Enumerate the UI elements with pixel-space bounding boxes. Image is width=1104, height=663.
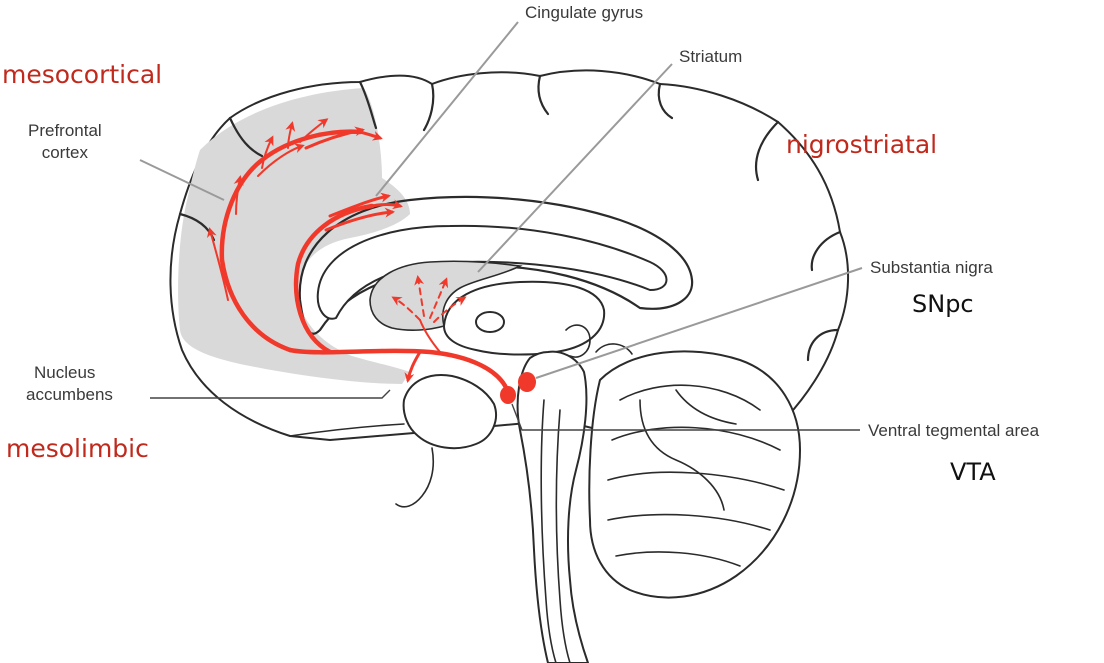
label-ventral-tegmental-area: Ventral tegmental area [868,421,1040,440]
cerebellum [588,350,801,599]
leader-striatum [477,63,673,273]
mesocortical-ascending [219,129,363,353]
label-nucleus-line1: Nucleus [34,363,96,382]
thalamus [443,280,606,356]
interthalamic-adhesion [475,311,505,333]
leader-nucleus-accumbens [150,389,391,399]
label-prefrontal-cortex: Prefrontal cortex [28,120,102,164]
main-trunk [287,347,511,395]
nigrostriatal-branch [419,319,441,353]
leader-vta [511,403,860,431]
label-snpc: SNpc [912,290,974,318]
label-nucleus-accumbens: Nucleus accumbens [26,362,113,406]
leader-lines [139,21,863,431]
corpus-callosum [316,224,668,320]
leader-substantia-nigra [535,267,863,379]
mesolimbic-branch [404,350,422,383]
leader-cingulate-gyrus [375,21,519,197]
cerebellar-folia [607,384,785,567]
pathway-label-nigrostriatal: nigrostriatal [786,130,938,159]
label-nucleus-line2: accumbens [26,385,113,404]
label-prefrontal-line2: cortex [41,143,88,162]
cingulate-arc [293,203,375,355]
pathway-label-mesolimbic: mesolimbic [6,434,149,463]
striatum-shaded-region [369,260,523,331]
snpc-cluster [518,372,536,392]
prefrontal-shaded-region [178,88,410,384]
leader-prefrontal [139,159,225,201]
label-substantia-nigra: Substantia nigra [870,258,993,277]
dopamine-nuclei [500,372,536,404]
vta-cluster [500,386,516,404]
label-striatum: Striatum [679,47,743,66]
label-prefrontal-line1: Prefrontal [28,121,102,140]
dopamine-pathways [207,118,511,395]
hypothalamus [402,374,497,450]
cingulate-gyrus-outline [298,195,694,335]
brainstem [516,350,589,663]
pathway-label-mesocortical: mesocortical [2,60,163,89]
label-vta: VTA [950,458,996,486]
label-cingulate-gyrus: Cingulate gyrus [525,3,644,22]
